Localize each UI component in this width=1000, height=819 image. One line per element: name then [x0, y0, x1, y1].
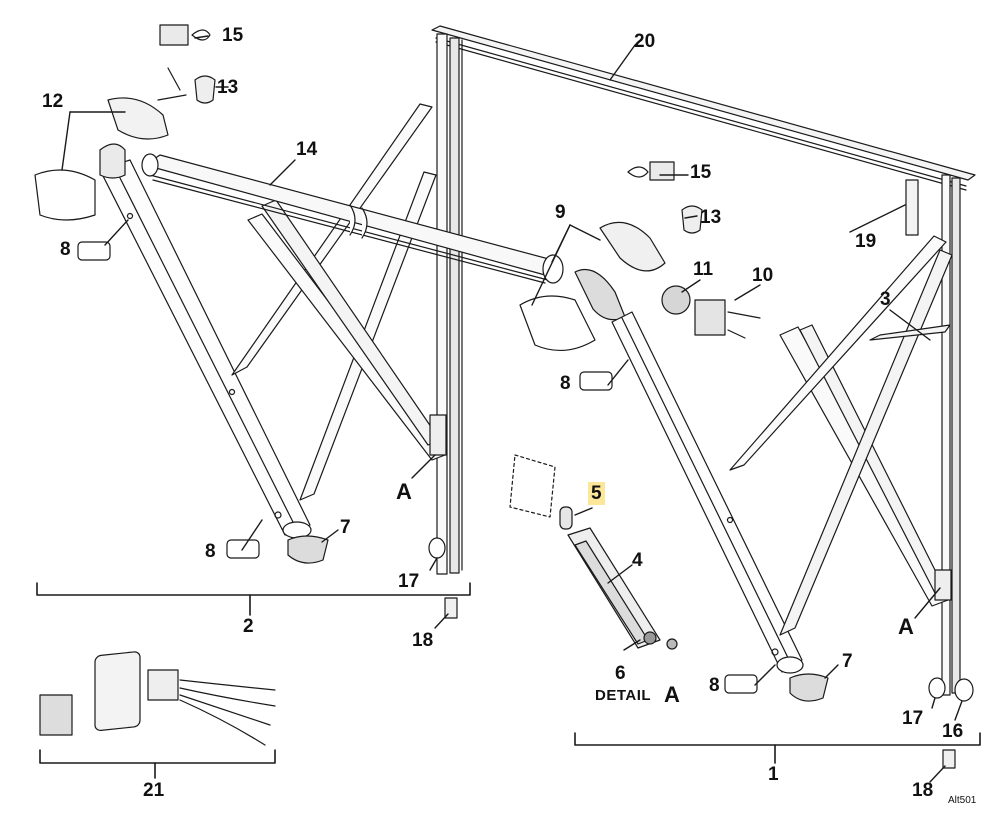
left-end-cap: [34, 97, 169, 221]
warning-label-decal: [905, 179, 919, 236]
callout-8-d: 8: [709, 675, 720, 696]
callout-19: 19: [855, 231, 877, 252]
callout-17-left: 17: [398, 571, 420, 592]
callout-16: 16: [942, 721, 964, 742]
callout-8-c: 8: [205, 541, 216, 562]
right-motor-components: [519, 161, 761, 352]
detail-a-marker-left: A: [396, 479, 412, 504]
right-arm-end-cap: [789, 673, 829, 702]
left-arm-assembly: [99, 103, 447, 539]
callout-15-right: 15: [690, 162, 712, 183]
left-clip-bracket: [157, 24, 216, 104]
awning-rail: [431, 25, 976, 191]
right-arm-assembly: [611, 235, 953, 674]
detail-a-caption-label: DETAIL: [595, 687, 652, 704]
callout-8-b: 8: [560, 373, 571, 394]
callout-17-right: 17: [902, 708, 924, 729]
rafter-arm: [869, 324, 951, 341]
callout-20: 20: [634, 31, 656, 52]
detail-a-caption-letter: A: [664, 682, 680, 707]
left-arm-end-cap: [287, 535, 329, 564]
callout-10: 10: [752, 265, 774, 286]
figure-code: Alt501: [948, 795, 977, 806]
callout-12: 12: [42, 91, 64, 112]
callout-5-highlight: 5: [588, 482, 605, 505]
callout-14: 14: [296, 139, 318, 160]
callout-8-a: 8: [60, 239, 71, 260]
callout-7-right: 7: [842, 651, 853, 672]
group-brackets: [36, 582, 981, 779]
detail-a-marker-right: A: [898, 614, 914, 639]
callout-5: 5: [588, 482, 605, 505]
switch-assembly: [39, 651, 276, 746]
callout-3: 3: [880, 289, 891, 310]
callout-13-left: 13: [217, 77, 239, 98]
callout-18-right: 18: [912, 780, 934, 801]
roller-tube: [141, 153, 564, 284]
callout-6: 6: [615, 663, 626, 684]
callout-4: 4: [632, 550, 643, 571]
callout-11: 11: [693, 259, 714, 280]
callout-9: 9: [555, 202, 566, 223]
callout-7-left: 7: [340, 517, 351, 538]
detail-a-bracket: [509, 454, 678, 650]
callout-13-right: 13: [700, 207, 722, 228]
callout-1: 1: [768, 764, 779, 785]
callout-2: 2: [243, 616, 254, 637]
springs-and-brackets: [428, 537, 974, 769]
callout-21: 21: [143, 780, 165, 801]
callout-leader-lines: [61, 35, 963, 783]
callout-18-left: 18: [412, 630, 434, 651]
left-mounting-rail: [436, 33, 463, 575]
callout-15-left: 15: [222, 25, 244, 46]
